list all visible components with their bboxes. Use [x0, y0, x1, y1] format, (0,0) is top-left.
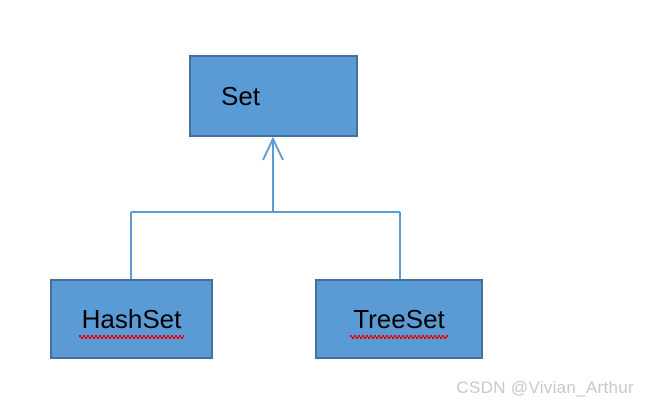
watermark: CSDN @Vivian_Arthur	[456, 378, 634, 397]
edge-arrowhead-icon	[262, 136, 284, 161]
node-treeset[interactable]: TreeSet	[315, 279, 483, 359]
node-hashset[interactable]: HashSet	[50, 279, 213, 359]
node-set-label: Set	[221, 81, 261, 111]
node-hashset-label: HashSet	[78, 304, 185, 339]
node-set[interactable]: Set	[189, 55, 358, 137]
node-treeset-label: TreeSet	[350, 304, 448, 339]
